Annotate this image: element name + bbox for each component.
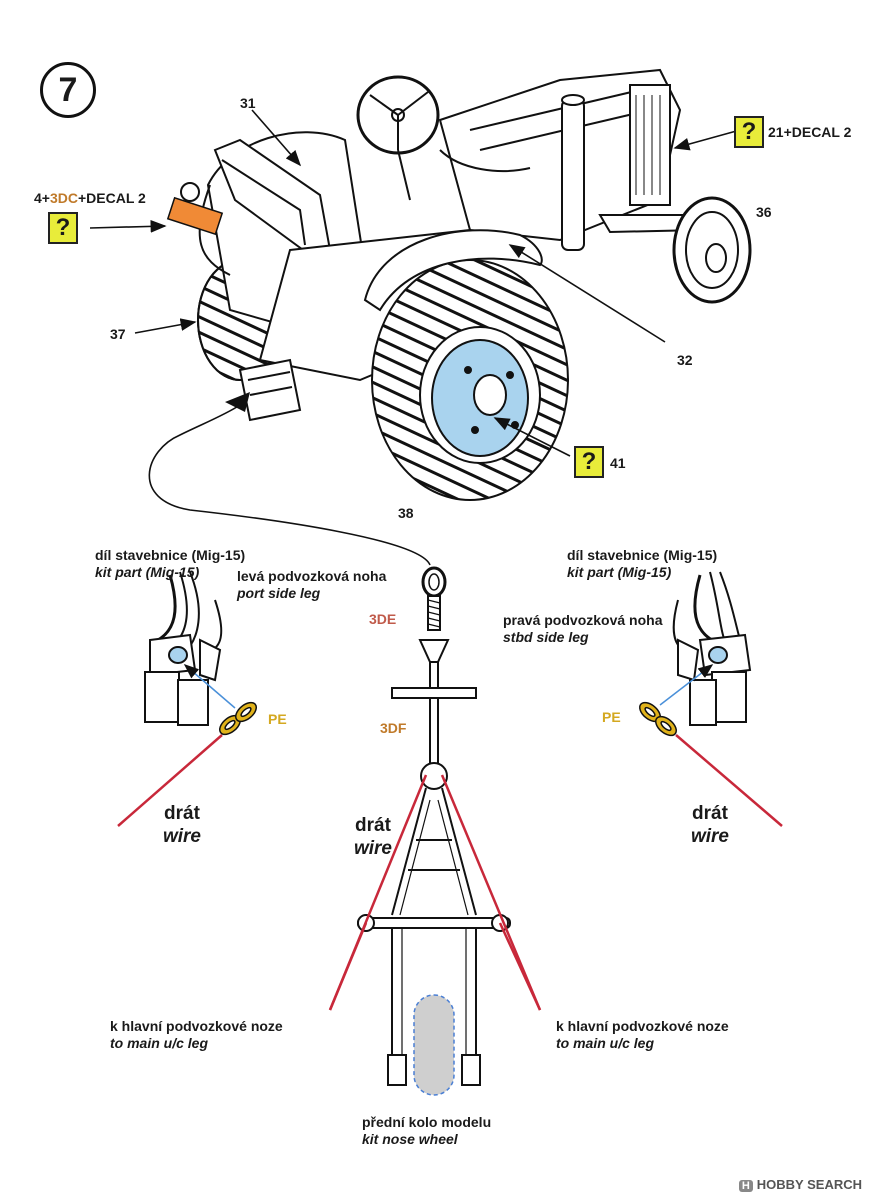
callout-37: 37	[110, 326, 126, 342]
nose-wheel-label: přední kolo modelu kit nose wheel	[362, 1114, 492, 1147]
right-pe-chain	[639, 701, 677, 737]
question-icon-41: ?	[574, 446, 604, 478]
wire-center-label: drát wire	[353, 815, 393, 859]
pe-right-label: PE	[602, 709, 621, 725]
question-icon-decal-right: ?	[734, 116, 764, 148]
hobby-search-logo: H	[738, 1180, 753, 1192]
tractor-drawing	[197, 68, 752, 501]
step-number: 7	[40, 62, 96, 118]
decal-left-label: 4+3DC+DECAL 2	[34, 190, 146, 206]
wire-right-label: drát wire	[690, 803, 730, 847]
part-3de-label: 3DE	[369, 611, 397, 627]
callout-36: 36	[756, 204, 772, 220]
part-3df-label: 3DF	[380, 720, 407, 736]
main-leg-right-label: k hlavní podvozkové noze to main u/c leg	[556, 1018, 729, 1051]
decal-plate	[166, 196, 224, 236]
callout-32: 32	[677, 352, 693, 368]
leader-lines	[89, 109, 741, 566]
decal-right-label: 21+DECAL 2	[768, 124, 852, 140]
kit-part-left-label: díl stavebnice (Mig-15) kit part (Mig-15…	[95, 547, 246, 580]
kit-part-right-label: díl stavebnice (Mig-15) kit part (Mig-15…	[567, 547, 718, 580]
pe-left-label: PE	[268, 711, 287, 727]
stbd-leg-label: pravá podvozková noha stbd side leg	[503, 612, 663, 645]
wire-left-label: drát wire	[162, 803, 202, 847]
wires	[117, 734, 783, 1011]
steering-wheel	[356, 75, 440, 201]
callout-38: 38	[398, 505, 414, 521]
left-gear-leg	[144, 571, 223, 726]
nose-wheel	[413, 994, 455, 1096]
port-leg-label: levá podvozková noha port side leg	[237, 568, 387, 601]
callout-41: 41	[610, 455, 626, 471]
callout-31: 31	[240, 95, 256, 111]
left-pe-chain	[219, 701, 257, 736]
right-gear-leg	[672, 571, 752, 726]
front-wheel	[672, 196, 752, 304]
question-icon-decal-left: ?	[48, 212, 78, 244]
rear-right-wheel	[371, 259, 569, 501]
main-leg-left-label: k hlavní podvozkové noze to main u/c leg	[110, 1018, 283, 1051]
tow-bar-drawing	[357, 566, 511, 1086]
